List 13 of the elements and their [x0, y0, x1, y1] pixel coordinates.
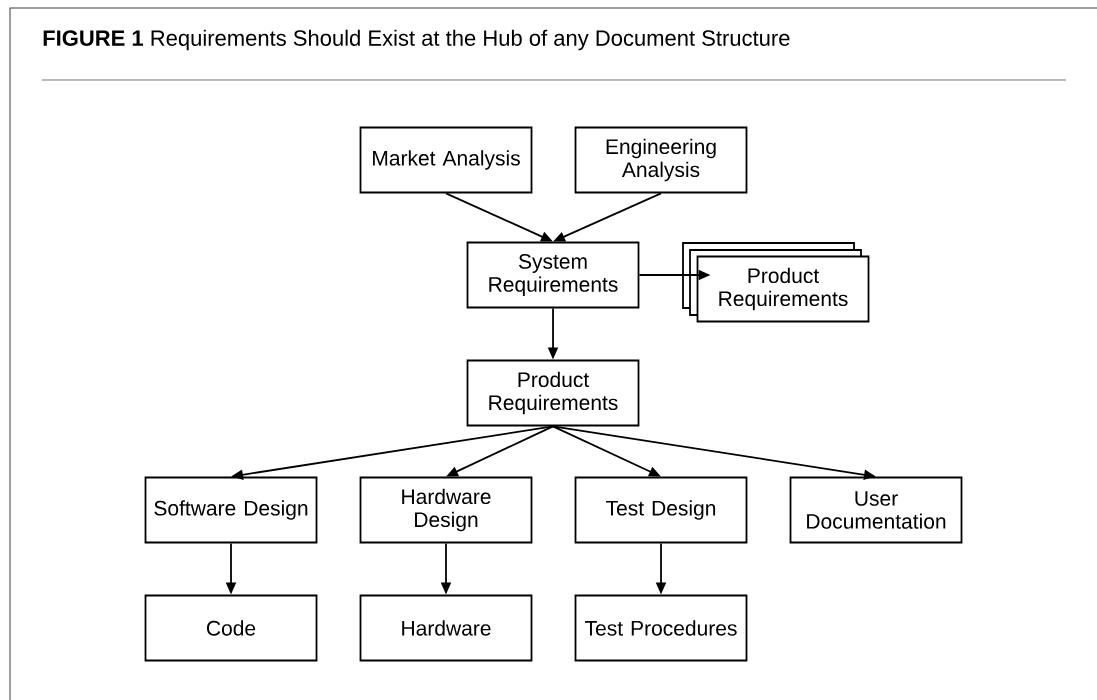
process-box: Market Analysis	[359, 126, 533, 194]
process-box: Software Design	[144, 476, 318, 544]
process-box: Test Procedures	[574, 594, 748, 662]
process-box: Hardware Design	[359, 476, 533, 544]
process-box: Engineering Analysis	[574, 126, 748, 194]
process-box: Product Requirements	[466, 359, 640, 427]
process-box: System Requirements	[466, 241, 640, 309]
document-stack: Product Requirements	[682, 242, 870, 323]
figure-title: FIGURE 1 Requirements Should Exist at the Hub of any Document Structure	[43, 29, 790, 51]
process-box: Code	[144, 594, 318, 662]
process-box: Test Design	[574, 476, 748, 544]
process-box: User Documentation	[789, 476, 963, 544]
process-box: Hardware	[359, 594, 533, 662]
